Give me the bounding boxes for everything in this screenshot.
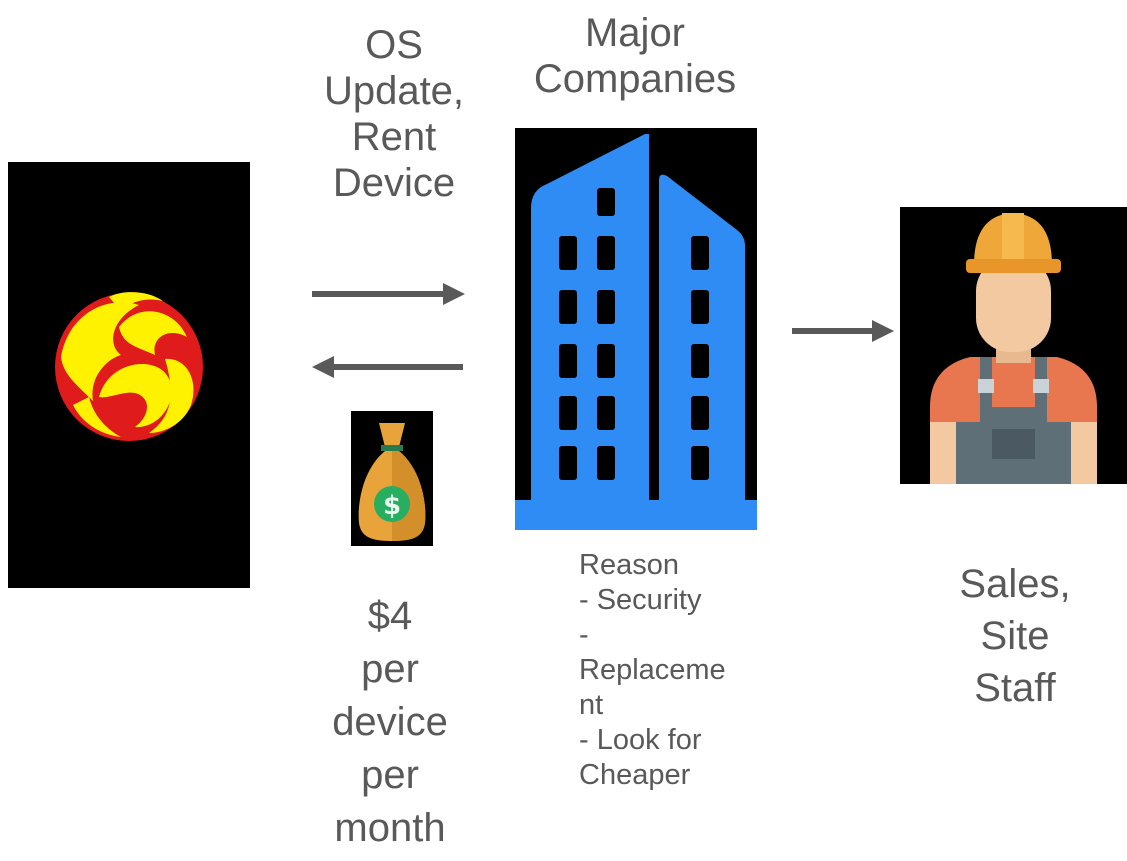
- reason-label: Reason - Security - Replaceme nt - Look …: [579, 549, 726, 791]
- money-bag-icon: $: [358, 423, 426, 541]
- svg-text:$: $: [383, 491, 401, 521]
- construction-worker-icon: [930, 213, 1097, 484]
- companies-label: Major Companies: [533, 11, 737, 101]
- provider-offer-label: OS Update, Rent Device: [323, 23, 465, 205]
- exchange-arrows: [312, 283, 465, 378]
- arrow-right-icon: [312, 283, 465, 305]
- office-building-icon: [515, 134, 757, 530]
- staff-label: Sales, Site Staff: [959, 562, 1071, 710]
- arrow-to-staff-icon: [792, 320, 894, 342]
- flame-logo-icon: [55, 292, 203, 441]
- money-panel: $: [351, 411, 433, 546]
- arrow-left-icon: [312, 356, 463, 378]
- price-label: $4 per device per month: [332, 594, 448, 850]
- staff-panel: [900, 207, 1127, 484]
- companies-panel: [515, 128, 757, 530]
- provider-panel: [8, 162, 250, 588]
